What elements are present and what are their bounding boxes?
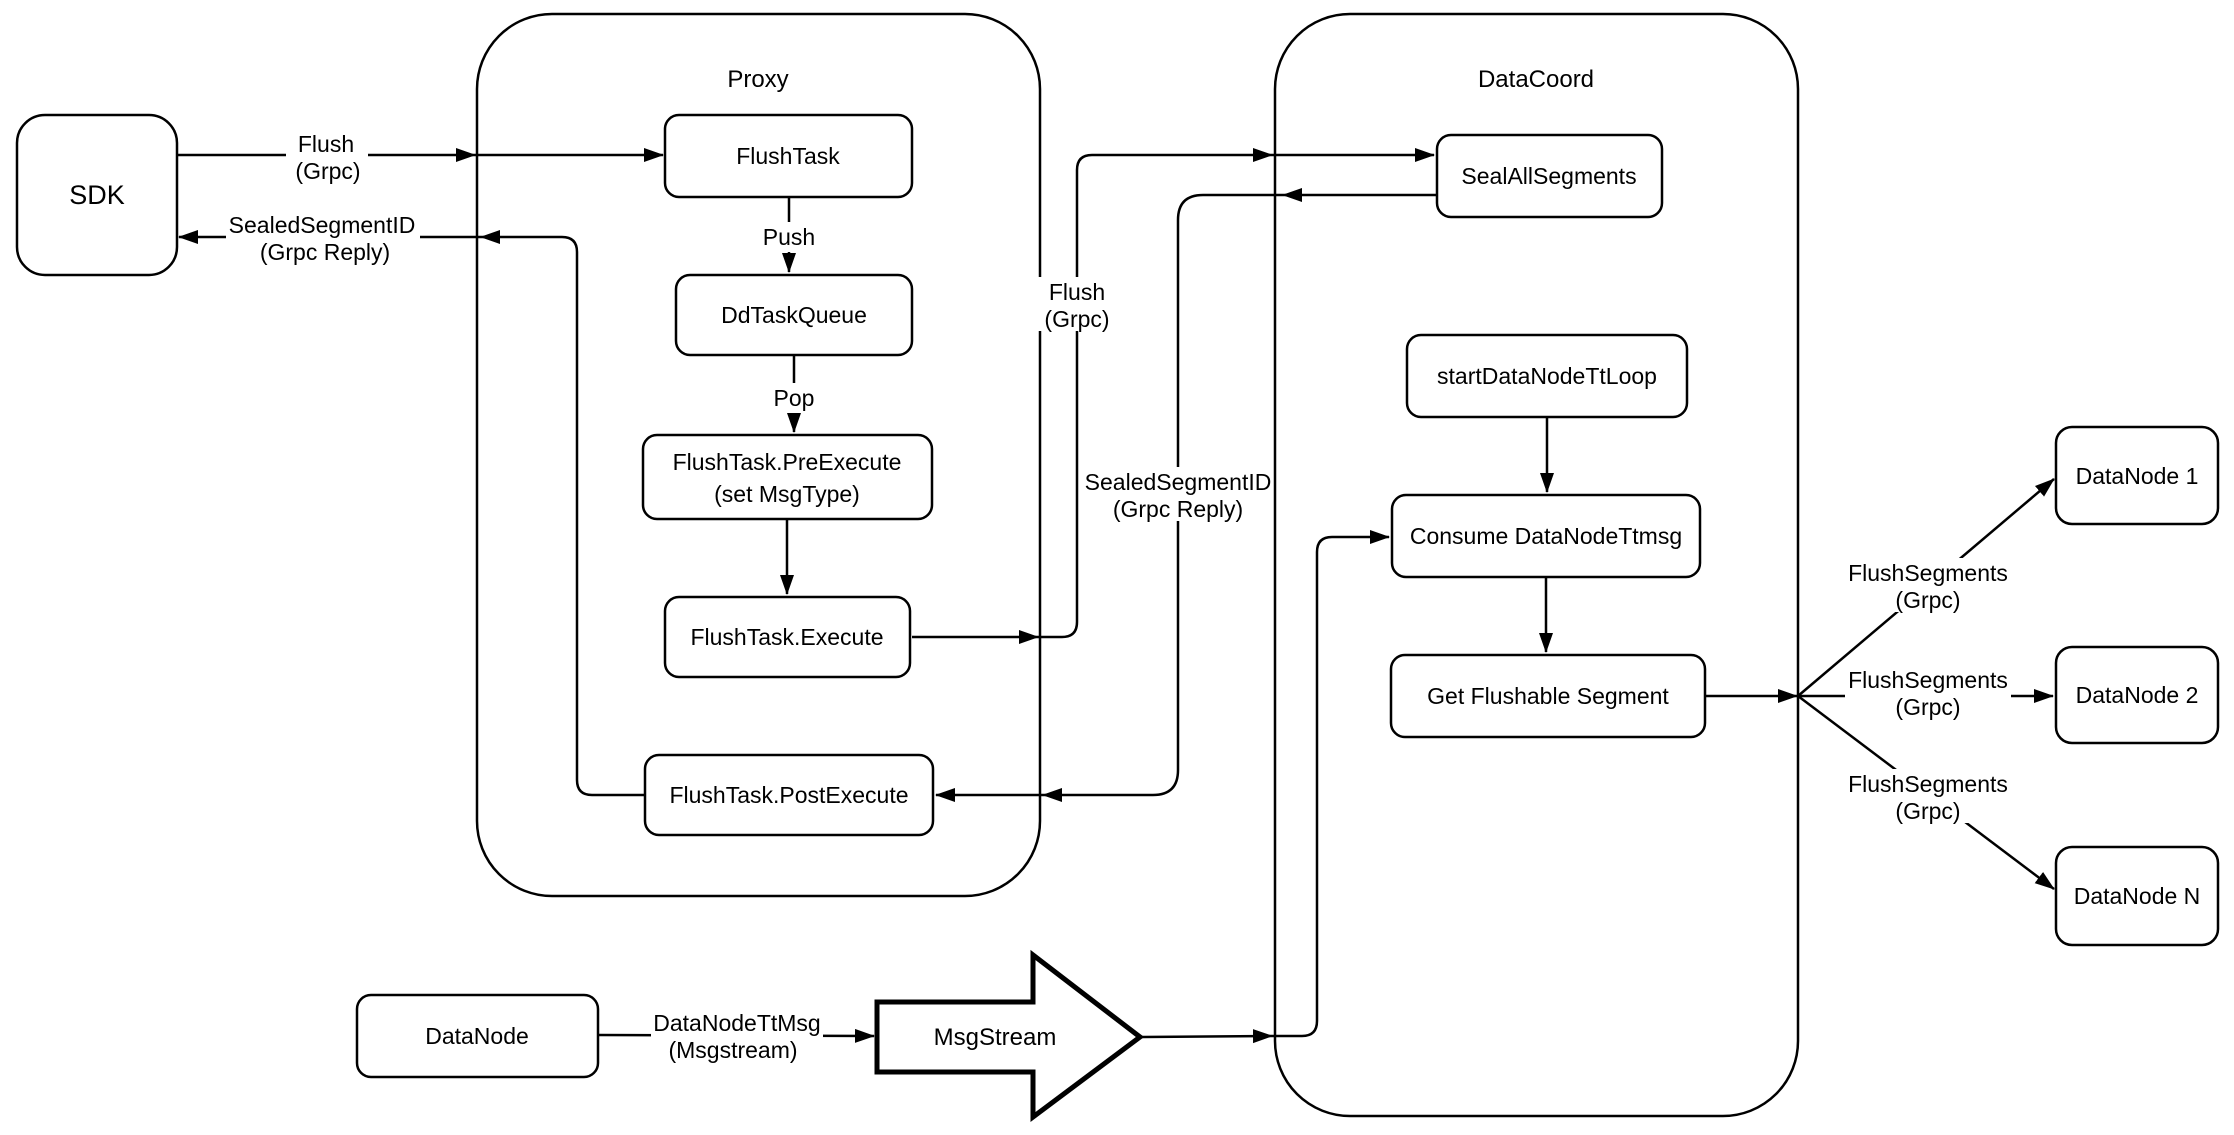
proxy-title: Proxy [727, 66, 788, 93]
edge-label-text: Pop [774, 385, 815, 411]
datacoord-title: DataCoord [1478, 66, 1594, 93]
node-msgstream: MsgStream [874, 949, 1145, 1122]
edge-label-text: Push [763, 224, 815, 250]
container-datacoord: DataCoord [1273, 12, 1800, 1118]
edge-label-text: Flush [298, 131, 354, 157]
datanode-n-box [2054, 845, 2220, 947]
label-bg [1082, 467, 1272, 521]
label-bg [769, 383, 819, 413]
node-datanode-n: DataNode N [2054, 845, 2220, 947]
edge-label-proto: (Grpc) [295, 158, 360, 184]
datanode-1-box [2054, 425, 2220, 526]
msgstream-arrow-shape [874, 949, 1145, 1122]
msgstream-label: MsgStream [934, 1024, 1057, 1051]
flush-task-label: FlushTask [736, 143, 840, 169]
edge-label-proto: (Grpc Reply) [1113, 496, 1243, 522]
consume-datanode-ttmsg-label: Consume DataNodeTtmsg [1410, 523, 1682, 549]
seal-all-segments-box [1435, 133, 1664, 219]
container-proxy: Proxy [475, 12, 1042, 898]
edge-label-text: SealedSegmentID [229, 212, 416, 238]
sdk-box [15, 113, 179, 277]
start-datanode-tt-loop-label: startDataNodeTtLoop [1437, 363, 1657, 389]
edge-label-push: Push [760, 222, 818, 252]
edge-label-pop: Pop [769, 383, 819, 413]
get-flushable-segment-box [1389, 653, 1707, 739]
node-seal-all-segments: SealAllSegments [1435, 133, 1664, 219]
edge-msgstream-to-coordedge [1139, 1029, 1273, 1044]
edge-flush-riser [1038, 148, 1273, 639]
edge-label-proto: (Msgstream) [668, 1037, 797, 1063]
flush-task-box [663, 113, 914, 199]
node-post-execute: FlushTask.PostExecute [643, 753, 935, 837]
edge-label-proto: (Grpc) [1895, 694, 1960, 720]
execute-label: FlushTask.Execute [690, 624, 883, 650]
edge-label-proto: (Grpc) [1895, 587, 1960, 613]
edge-label-datanode-ttmsg: DataNodeTtMsg (Msgstream) [651, 1008, 823, 1063]
pre-execute-box [641, 433, 934, 521]
label-bg [651, 1008, 823, 1062]
edge-label-text: SealedSegmentID [1085, 469, 1272, 495]
edge-label-flush-segments-3: FlushSegments (Grpc) [1845, 769, 2011, 824]
node-dd-task-queue: DdTaskQueue [674, 273, 914, 357]
edge-postexecute-to-proxyedge [480, 230, 645, 797]
consume-datanode-ttmsg-box [1390, 493, 1702, 579]
dd-task-queue-label: DdTaskQueue [721, 302, 867, 328]
edge-label-sdk-reply: SealedSegmentID (Grpc Reply) [226, 211, 420, 265]
label-bg [1036, 277, 1118, 331]
edge-label-proto: (Grpc) [1895, 798, 1960, 824]
edge-labels: Flush (Grpc) SealedSegmentID (Grpc Reply… [226, 131, 2011, 1063]
datanode-source-label: DataNode [425, 1023, 529, 1049]
datanode-2-label: DataNode 2 [2076, 682, 2199, 708]
dd-task-queue-box [674, 273, 914, 357]
datacoord-border [1273, 12, 1800, 1118]
label-bg [1845, 665, 2011, 719]
node-get-flushable-segment: Get Flushable Segment [1389, 653, 1707, 739]
edge-label-coord-reply: SealedSegmentID (Grpc Reply) [1082, 467, 1272, 522]
edge-msgstream-riser-to-consume [1272, 530, 1390, 1038]
sdk-label: SDK [69, 180, 125, 210]
node-datanode-2: DataNode 2 [2054, 645, 2220, 745]
seal-all-segments-label: SealAllSegments [1461, 163, 1636, 189]
node-flush-task: FlushTask [663, 113, 914, 199]
datanode-2-box [2054, 645, 2220, 745]
edge-label-proto: (Grpc) [1044, 306, 1109, 332]
node-sdk: SDK [15, 113, 179, 277]
proxy-border [475, 12, 1042, 898]
edge-label-text: Flush [1049, 279, 1105, 305]
node-pre-execute: FlushTask.PreExecute (set MsgType) [641, 433, 934, 521]
datanode-1-label: DataNode 1 [2076, 463, 2199, 489]
datanode-n-label: DataNode N [2074, 883, 2201, 909]
edge-label-text: FlushSegments [1848, 667, 2008, 693]
node-consume-datanode-ttmsg: Consume DataNodeTtmsg [1390, 493, 1702, 579]
edge-label-sdk-flush: Flush (Grpc) [286, 131, 368, 184]
label-bg [1845, 769, 2011, 823]
execute-box [663, 595, 912, 679]
edge-label-coord-flush: Flush (Grpc) [1036, 277, 1118, 332]
edge-label-proto: (Grpc Reply) [260, 239, 390, 265]
datanode-source-box [355, 993, 600, 1079]
post-execute-box [643, 753, 935, 837]
start-datanode-tt-loop-box [1405, 333, 1689, 419]
edge-label-text: DataNodeTtMsg [653, 1010, 820, 1036]
post-execute-label: FlushTask.PostExecute [669, 782, 908, 808]
edge-label-flush-segments-1: FlushSegments (Grpc) [1845, 558, 2011, 613]
node-start-datanode-tt-loop: startDataNodeTtLoop [1405, 333, 1689, 419]
node-execute: FlushTask.Execute [663, 595, 912, 679]
label-bg [286, 131, 368, 183]
node-datanode-source: DataNode [355, 993, 600, 1079]
edge-label-text: FlushSegments [1848, 560, 2008, 586]
pre-execute-sublabel: (set MsgType) [714, 481, 860, 507]
edge-label-text: FlushSegments [1848, 771, 2008, 797]
node-datanode-1: DataNode 1 [2054, 425, 2220, 526]
label-bg [226, 211, 420, 265]
label-bg [760, 222, 818, 252]
label-bg [1845, 558, 2011, 612]
pre-execute-label: FlushTask.PreExecute [673, 449, 902, 475]
edge-label-flush-segments-2: FlushSegments (Grpc) [1845, 665, 2011, 720]
get-flushable-segment-label: Get Flushable Segment [1427, 683, 1669, 709]
